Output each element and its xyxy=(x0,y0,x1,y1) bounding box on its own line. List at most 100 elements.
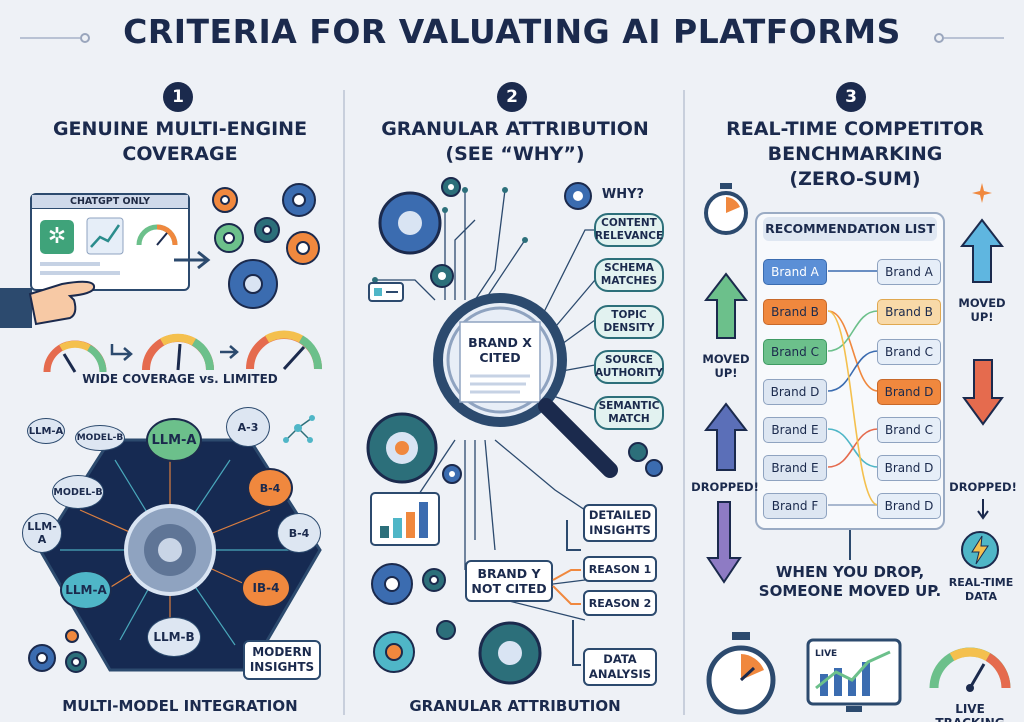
arrow-down-icon xyxy=(706,501,742,584)
dropped-label-right: DROPPED! xyxy=(949,480,1017,494)
left-brand-f: Brand F xyxy=(763,493,827,519)
right-brand-b: Brand B xyxy=(877,299,941,325)
text-line xyxy=(40,271,120,275)
realtime-data-label: REAL-TIME DATA xyxy=(944,576,1018,604)
gear-small-icon xyxy=(441,177,461,197)
column-1-title: GENUINE MULTI-ENGINE COVERAGE xyxy=(20,117,340,167)
gears-small-icon xyxy=(28,629,87,673)
gauge-caption: WIDE COVERAGE vs. LIMITED xyxy=(82,372,278,386)
column-2-title: GRANULAR ATTRIBUTION (SEE “WHY”) xyxy=(350,117,680,167)
column-2-title-line2: (SEE “WHY”) xyxy=(445,143,585,165)
step-number-2: 2 xyxy=(497,82,527,112)
arrow-down-orange-icon xyxy=(962,359,1004,426)
zero-sum-line2: SOMEONE MOVED UP. xyxy=(758,582,942,600)
column-3-title-line1: REAL-TIME COMPETITOR xyxy=(726,118,984,140)
lightning-icon xyxy=(961,531,999,569)
list-stem-line xyxy=(849,530,851,560)
title-rule-right xyxy=(944,37,1004,39)
column-3-footer: LIVE TRACKING xyxy=(935,702,1004,722)
node-llm-a-left: LLM-A xyxy=(22,513,62,553)
live-chart-monitor-icon xyxy=(806,638,902,712)
right-brand-a: Brand A xyxy=(877,259,941,285)
column-2-footer: GRANULAR ATTRIBUTION xyxy=(409,697,621,715)
rank-change-lines xyxy=(827,270,879,506)
arrow-up-green-icon xyxy=(703,272,749,339)
page-title: CRITERIA FOR VALUATING AI PLATFORMS xyxy=(123,12,901,51)
stopwatch-icon xyxy=(704,183,748,235)
right-brand-c-2: Brand C xyxy=(877,417,941,443)
recommendation-list-header: RECOMMENDATION LIST xyxy=(763,217,937,241)
brand-y-not-cited-box: BRAND Y NOT CITED xyxy=(465,560,553,602)
node-b-4-orange: B-4 xyxy=(247,468,293,508)
node-llm-a-bottom: LLM-A xyxy=(60,570,112,610)
column-1-title-line1: GENUINE MULTI-ENGINE xyxy=(52,118,308,140)
reason-pill-content-relevance: CONTENT RELEVANCE xyxy=(594,213,664,247)
gauge-mid-icon xyxy=(142,333,215,371)
magnifier-icon xyxy=(433,293,618,478)
reason-pill-semantic-match: SEMANTIC MATCH xyxy=(594,396,664,430)
chip-icon xyxy=(368,282,404,302)
gear-medium-icon xyxy=(478,621,542,685)
right-brand-d-3: Brand D xyxy=(877,493,941,519)
column-3-title-line2: BENCHMARKING xyxy=(767,143,943,165)
title-rule-left xyxy=(20,37,80,39)
text-line xyxy=(40,262,100,266)
why-label: WHY? xyxy=(601,187,645,202)
column-1-footer: MULTI-MODEL INTEGRATION xyxy=(62,697,298,715)
column-3-title-line3: (ZERO-SUM) xyxy=(789,168,921,190)
node-model-b-left: MODEL-B xyxy=(52,475,104,509)
zero-sum-statement: WHEN YOU DROP, SOMEONE MOVED UP. xyxy=(750,563,950,601)
connector-arrows xyxy=(552,520,581,666)
title-dot-left xyxy=(80,33,90,43)
node-a-3: A-3 xyxy=(226,407,270,447)
circuit-lines xyxy=(372,187,596,621)
gauge-low-icon xyxy=(43,340,107,373)
node-model-b: MODEL-B xyxy=(75,425,125,451)
left-brand-d: Brand D xyxy=(763,379,827,405)
left-brand-e: Brand E xyxy=(763,417,827,443)
right-brand-c: Brand C xyxy=(877,339,941,365)
column-divider-1 xyxy=(343,90,345,715)
title-dot-right xyxy=(934,33,944,43)
left-brand-e-2: Brand E xyxy=(763,455,827,481)
realtime-label-line2: DATA xyxy=(965,590,997,603)
column-1-title-line2: COVERAGE xyxy=(122,143,238,165)
reason-pill-topic-density: TOPIC DENSITY xyxy=(594,305,664,339)
left-brand-b: Brand B xyxy=(763,299,827,325)
arrow-up-blue-icon xyxy=(703,402,749,471)
gears-cluster-icon xyxy=(212,183,320,309)
zero-sum-line1: WHEN YOU DROP, xyxy=(775,563,925,581)
gear-small-icon xyxy=(430,264,454,288)
gear-small-icon xyxy=(628,442,663,477)
mini-gauge-icon xyxy=(136,224,178,246)
right-brand-d: Brand D xyxy=(877,379,941,405)
arrow-right-icon xyxy=(220,345,239,359)
reason-1-box: REASON 1 xyxy=(583,556,657,582)
bar-chart-icon xyxy=(370,492,440,546)
moved-up-label-right: MOVED UP! xyxy=(958,296,1006,324)
reason-pill-schema-matches: SCHEMA MATCHES xyxy=(594,258,664,292)
pointing-hand-icon xyxy=(0,280,96,328)
arrow-right-icon xyxy=(110,344,133,361)
gear-large-icon xyxy=(378,191,442,255)
node-llm-b: LLM-B xyxy=(147,617,201,657)
gauge-high-icon xyxy=(246,330,323,371)
gear-large-icon xyxy=(366,412,438,484)
brand-x-cited-label: BRAND X CITED xyxy=(468,335,532,365)
column-divider-2 xyxy=(683,90,685,715)
molecule-icon xyxy=(283,415,315,443)
stopwatch-large-icon xyxy=(706,632,776,715)
node-llm-a: LLM-A xyxy=(27,418,65,444)
column-2-title-line1: GRANULAR ATTRIBUTION xyxy=(381,118,649,140)
gear-small-icon xyxy=(442,464,462,484)
live-badge: LIVE xyxy=(815,649,838,659)
dropped-label-left: DROPPED! xyxy=(691,480,759,494)
step-number-3: 3 xyxy=(836,82,866,112)
gauge-live-icon xyxy=(929,647,1011,692)
realtime-label-line1: REAL-TIME xyxy=(948,576,1014,589)
reason-2-box: REASON 2 xyxy=(583,590,657,616)
arrow-up-blue-right-icon xyxy=(959,218,1005,283)
right-brand-d-2: Brand D xyxy=(877,455,941,481)
chatgpt-logo-icon: ✲ xyxy=(40,220,74,254)
modern-insights-box: MODERN INSIGHTS xyxy=(243,640,321,680)
